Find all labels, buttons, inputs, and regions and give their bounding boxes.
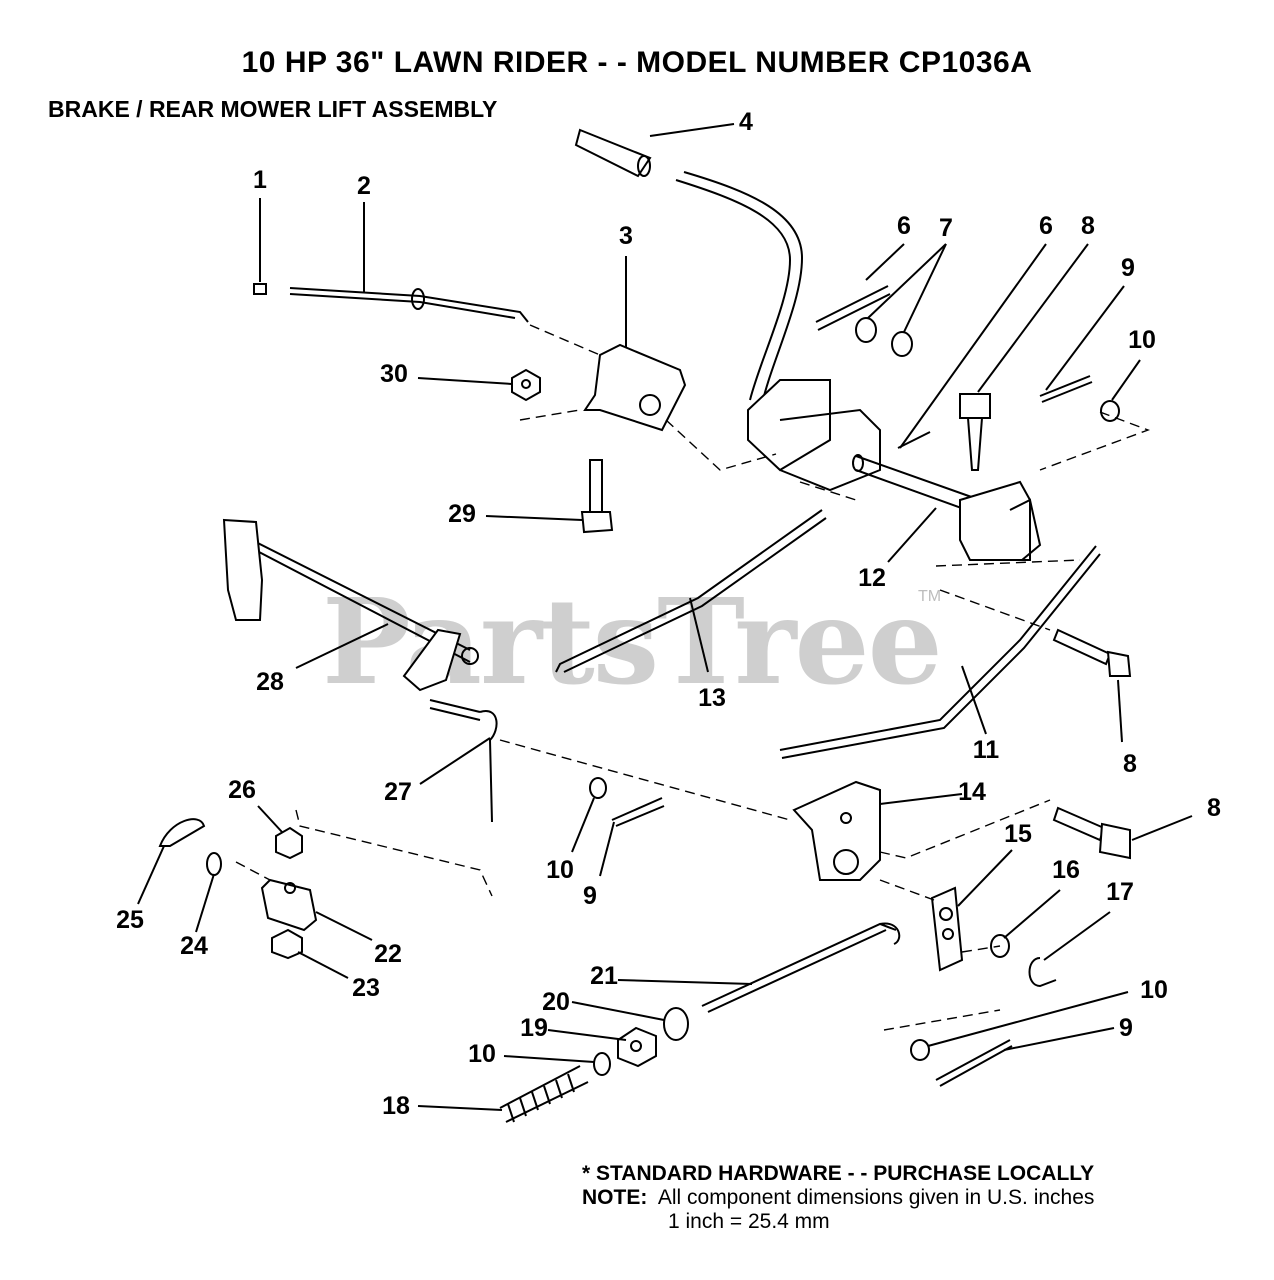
part-1-pin	[253, 283, 267, 295]
callout-28: 28	[256, 668, 284, 696]
part-handle-bracket	[747, 379, 881, 492]
callout-26: 26	[228, 776, 256, 804]
callout-8: 8	[1123, 750, 1137, 778]
assembly-guide-lines	[235, 324, 1151, 1031]
callout-6: 6	[897, 212, 911, 240]
callout-21: 21	[590, 962, 618, 990]
callout-10: 10	[1128, 326, 1156, 354]
part-4-handle-grip	[574, 128, 652, 178]
callout-11: 11	[973, 736, 1000, 764]
part-6-cotter-pins	[815, 285, 931, 449]
callout-4: 4	[739, 108, 753, 136]
callout-3: 3	[619, 222, 633, 250]
standard-hardware-note: * STANDARD HARDWARE - - PURCHASE LOCALLY	[582, 1162, 1095, 1185]
callout-2: 2	[357, 172, 371, 200]
part-9-cotter-right	[935, 1039, 1013, 1087]
part-2-rod	[289, 287, 529, 323]
callout-19: 19	[520, 1014, 548, 1042]
part-10-washer-upper	[1100, 400, 1120, 422]
callout-16: 16	[1052, 856, 1080, 884]
callout-25: 25	[116, 906, 144, 934]
part-18-spring	[499, 1065, 589, 1123]
callout-29: 29	[448, 500, 476, 528]
page-title: 10 HP 36" LAWN RIDER - - MODEL NUMBER CP…	[241, 46, 1033, 79]
callout-14: 14	[958, 778, 986, 806]
part-29-bolt	[580, 459, 614, 534]
part-28-shaft	[222, 518, 479, 665]
watermark-trademark: TM	[918, 588, 942, 605]
callout-9: 9	[1119, 1014, 1133, 1042]
callout-15: 15	[1004, 820, 1032, 848]
callout-7: 7	[939, 214, 953, 242]
part-3-bracket	[583, 343, 687, 432]
callout-9: 9	[1121, 254, 1135, 282]
note-text: All component dimensions given in U.S. i…	[647, 1186, 1095, 1209]
part-8-bolt-lower	[1052, 806, 1131, 860]
part-13-rod	[555, 509, 827, 673]
part-23-nut	[271, 928, 303, 960]
callout-10: 10	[468, 1040, 496, 1068]
part-27-arm	[402, 628, 498, 823]
part-10-washer-right	[910, 1039, 930, 1061]
part-8-bolt-upper	[959, 393, 991, 471]
callout-8: 8	[1207, 794, 1221, 822]
conversion-note: 1 inch = 25.4 mm	[668, 1210, 830, 1233]
part-22-connector	[260, 878, 318, 932]
note-label: NOTE:	[582, 1186, 648, 1209]
part-10-washer-lower	[593, 1052, 611, 1076]
callout-leader-lines	[137, 123, 1193, 1111]
callout-1: 1	[253, 166, 267, 194]
part-17-clip	[1028, 957, 1057, 988]
callout-18: 18	[382, 1092, 410, 1120]
part-9-cotter-mid	[611, 797, 665, 827]
part-30-nut	[511, 368, 541, 402]
part-lift-handle	[675, 171, 804, 405]
callout-8: 8	[1081, 212, 1095, 240]
part-26-nut	[275, 826, 303, 860]
callout-30: 30	[380, 360, 408, 388]
callout-9: 9	[583, 882, 597, 910]
part-7-washers	[855, 317, 913, 357]
callout-22: 22	[374, 940, 402, 968]
part-20-nut	[663, 1007, 689, 1041]
callout-27: 27	[384, 778, 412, 806]
notes-block: * STANDARD HARDWARE - - PURCHASE LOCALLY…	[582, 1162, 1094, 1234]
callout-6: 6	[1039, 212, 1053, 240]
callout-24: 24	[180, 932, 208, 960]
part-9-cotter-upper	[1039, 375, 1093, 403]
part-10-washer-mid	[589, 777, 607, 799]
part-24-washer	[206, 852, 222, 876]
part-11-rod	[779, 545, 1101, 759]
callout-13: 13	[698, 684, 726, 712]
assembly-subtitle: BRAKE / REAR MOWER LIFT ASSEMBLY	[48, 96, 498, 122]
part-25-pin	[158, 818, 206, 847]
callout-17: 17	[1106, 878, 1134, 906]
part-8-bolt-middle	[1052, 628, 1132, 677]
part-19-nut	[617, 1026, 657, 1068]
callout-10: 10	[1140, 976, 1168, 1004]
part-16-washer	[990, 934, 1010, 958]
part-21-rod	[701, 922, 901, 1013]
callout-12: 12	[858, 564, 886, 592]
callout-20: 20	[542, 988, 570, 1016]
callout-10: 10	[546, 856, 574, 884]
part-14-bracket	[792, 780, 881, 881]
part-12-shaft	[852, 454, 1042, 561]
part-15-plate	[930, 886, 964, 972]
callout-23: 23	[352, 974, 380, 1002]
